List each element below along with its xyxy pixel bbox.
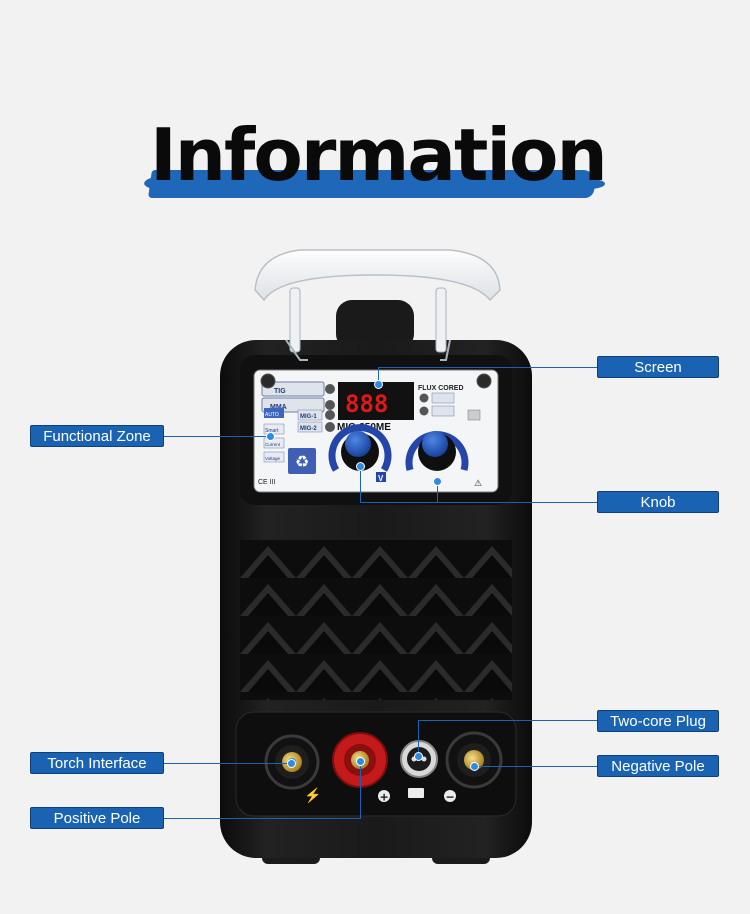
warning-icon: ⚠ — [474, 478, 482, 488]
callout-knob: Knob — [597, 491, 719, 513]
ce-mark: CE III — [258, 479, 276, 486]
mode-mma-label: MMA — [270, 404, 287, 411]
callout-torch-interface: Torch Interface — [30, 752, 164, 774]
marker-screen — [374, 380, 383, 389]
marker-two-core-plug — [414, 752, 423, 761]
positive-symbol: + — [380, 791, 389, 804]
page-title: Information — [150, 113, 608, 197]
leader-knob-b — [437, 481, 438, 503]
transparent-cover[interactable] — [254, 249, 501, 361]
mode-smart-label: Smart — [265, 428, 279, 434]
marker-functional-zone — [266, 432, 275, 441]
voltage-mark: V — [378, 474, 384, 483]
leader-torch-interface — [163, 763, 290, 764]
callout-negative-pole: Negative Pole — [597, 755, 719, 777]
handle — [336, 300, 414, 350]
leader-knob-a — [360, 466, 361, 503]
marker-torch-interface — [287, 759, 296, 768]
title-block: Information — [148, 112, 608, 202]
marker-positive-pole — [356, 757, 365, 766]
leader-screen-drop — [378, 367, 379, 384]
control-panel: TIG MMA AUTO Smart Current Voltage MIG-1… — [253, 369, 499, 493]
negative-pole[interactable] — [445, 731, 503, 789]
mode-current-label: Current — [265, 442, 281, 447]
leader-negative-pole — [474, 766, 597, 767]
screw-top-right — [476, 373, 492, 389]
leader-functional-zone — [163, 436, 270, 437]
marker-knob-voltage — [356, 462, 365, 471]
leader-positive-pole — [163, 818, 360, 819]
mig1-label: MIG-1 — [300, 414, 317, 420]
vent-grille — [240, 540, 512, 700]
leader-positive-pole-rise — [360, 762, 361, 819]
callout-two-core-plug: Two-core Plug — [597, 710, 719, 732]
callout-functional-zone: Functional Zone — [30, 425, 164, 447]
leader-knob — [360, 502, 597, 503]
callout-screen: Screen — [597, 356, 719, 378]
torch-icon: ⚡ — [304, 787, 321, 804]
mode-auto-label: AUTO — [265, 412, 279, 418]
mig2-label: MIG-2 — [300, 426, 317, 432]
marker-negative-pole — [470, 762, 479, 771]
screw-top-left — [260, 373, 276, 389]
display-digits: 888 — [345, 390, 388, 418]
mode-tig-label: TIG — [274, 388, 286, 395]
svg-text:♻: ♻ — [295, 454, 309, 471]
callout-positive-pole: Positive Pole — [30, 807, 164, 829]
negative-symbol: − — [446, 791, 455, 804]
plug-icon — [408, 788, 424, 798]
leader-two-core-plug-drop — [418, 720, 419, 756]
recycle-icon — [288, 448, 316, 474]
leader-screen — [378, 367, 597, 368]
flux-cored-label: FLUX CORED — [418, 385, 464, 392]
marker-knob-speed — [433, 477, 442, 486]
mode-voltage-label: Voltage — [265, 456, 281, 461]
leader-two-core-plug — [418, 720, 597, 721]
